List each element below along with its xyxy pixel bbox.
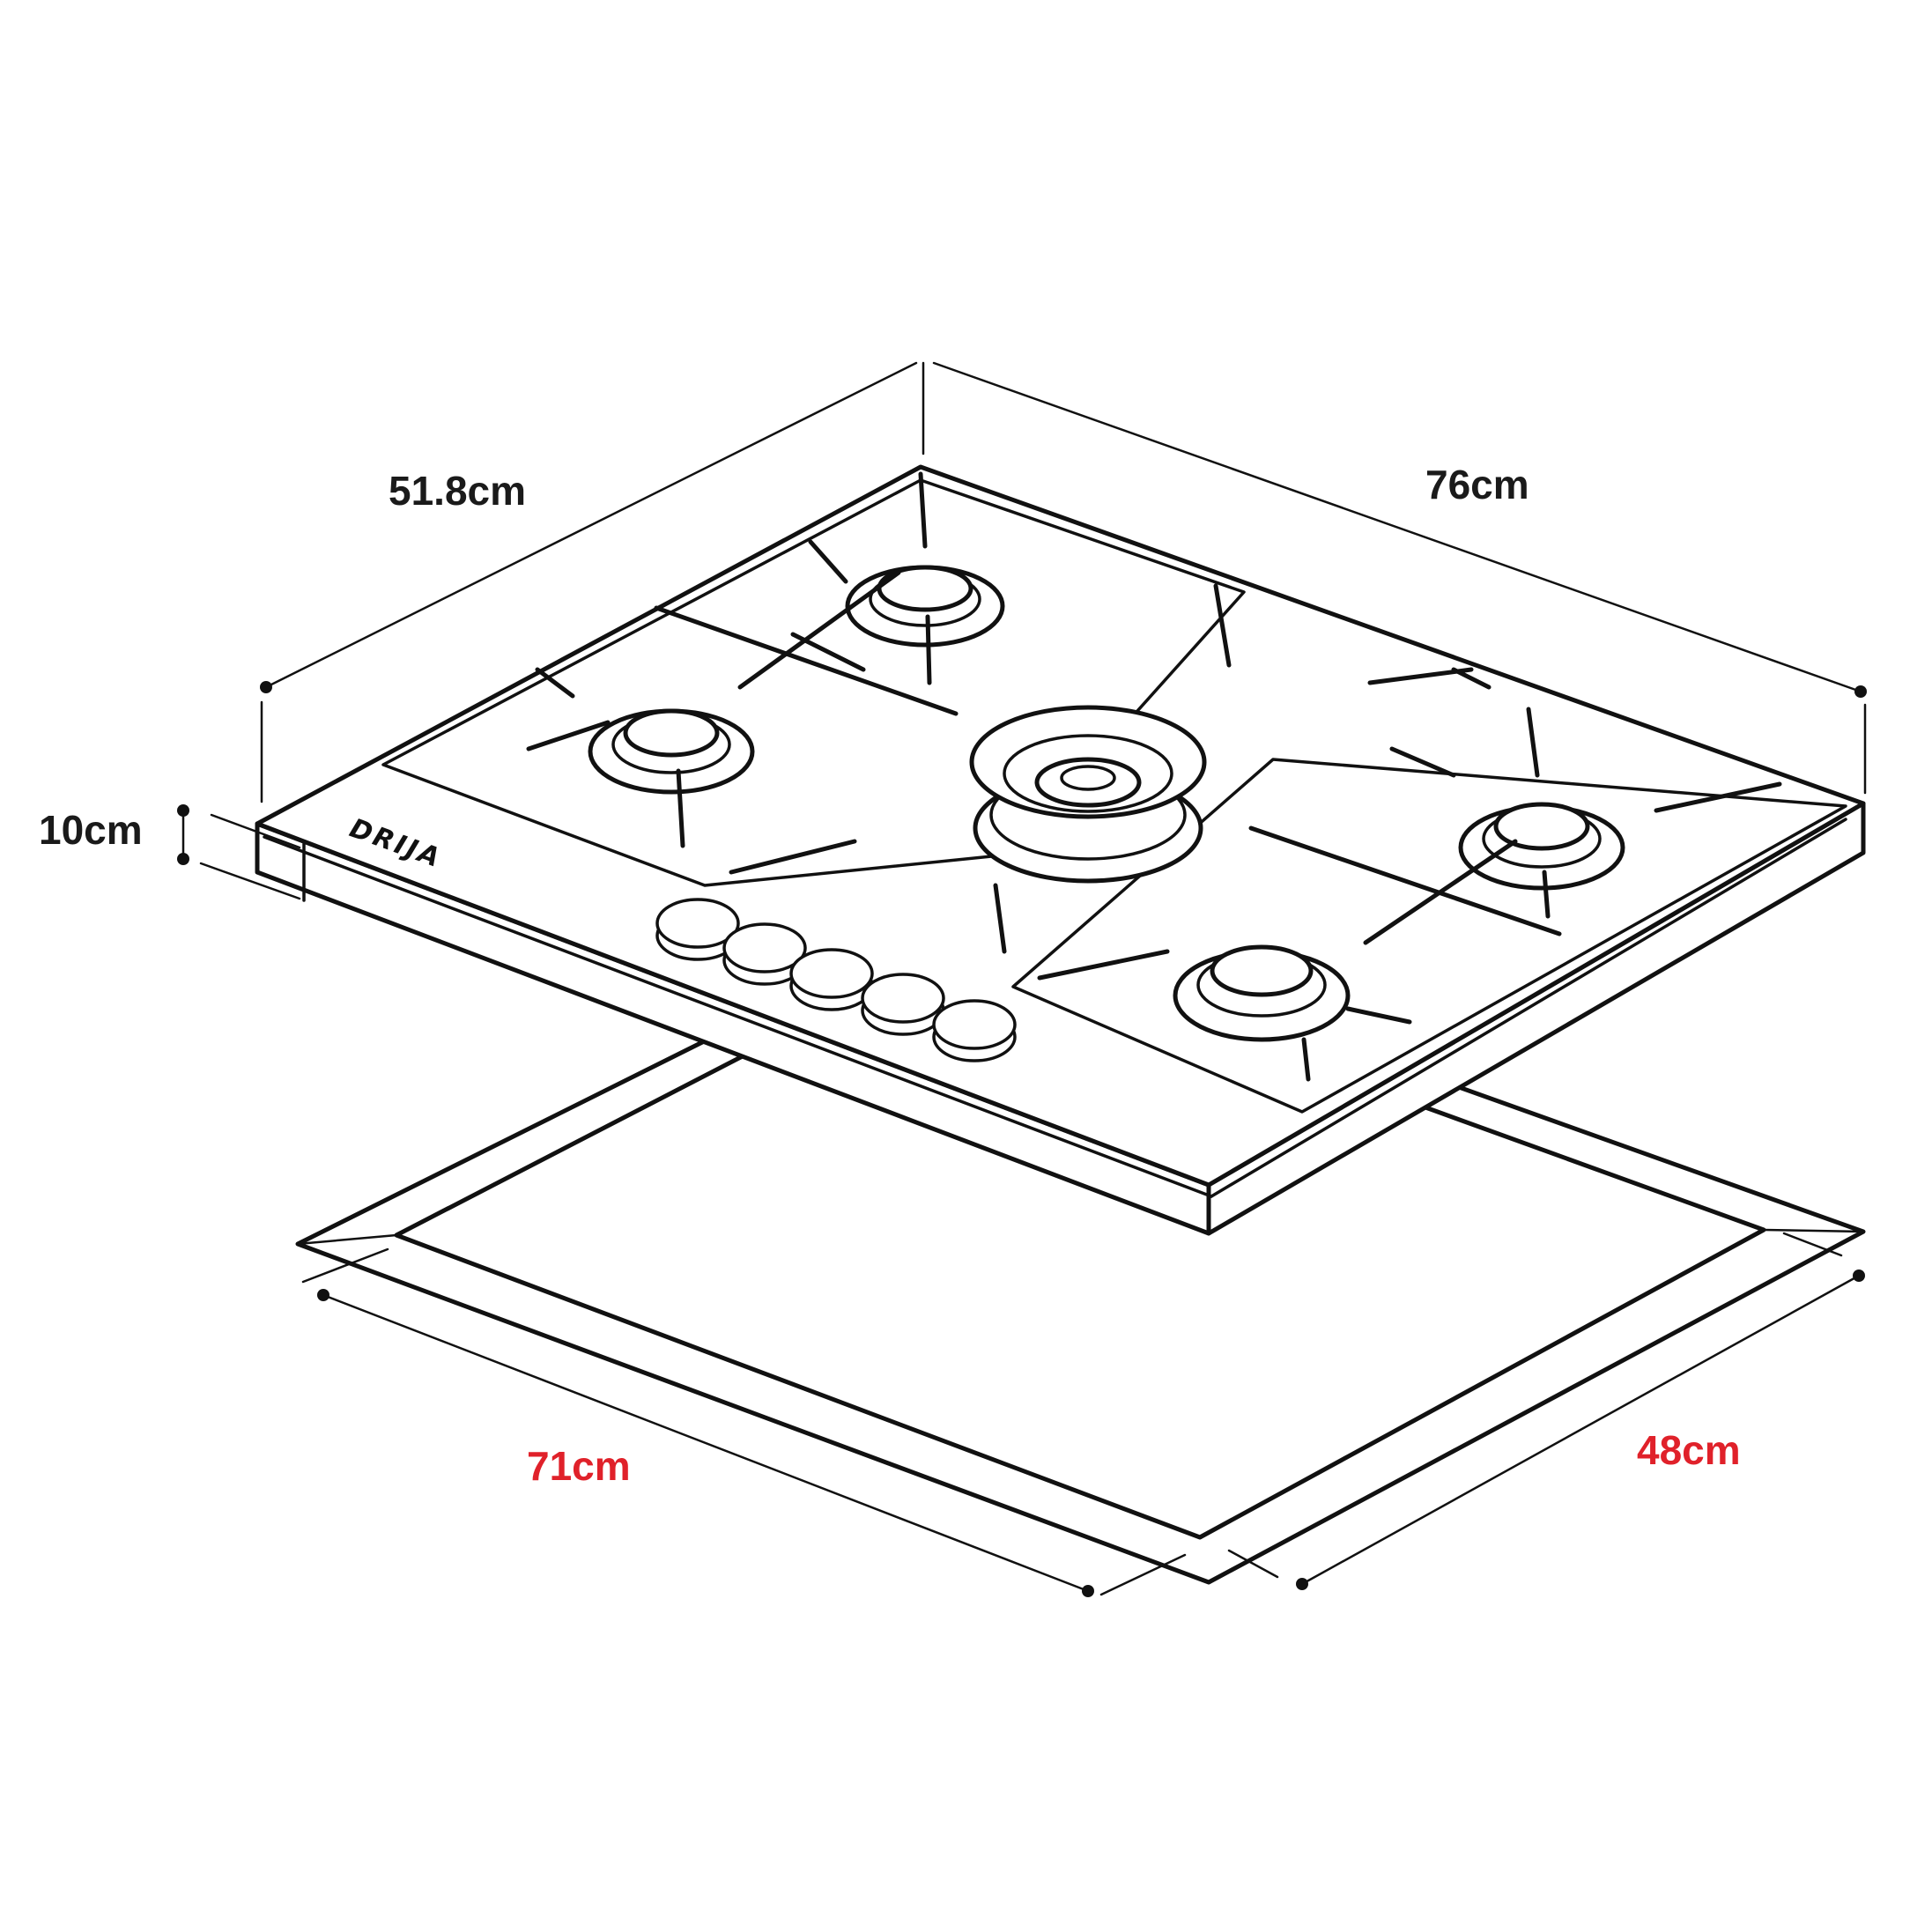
top-right-edge	[1210, 818, 1847, 1198]
label-width: 76cm	[1425, 462, 1529, 507]
top-front-edge	[263, 835, 1213, 1198]
burner-back-right	[1458, 802, 1625, 891]
burner-center-wok	[969, 705, 1207, 884]
dimension-height	[177, 804, 301, 900]
burner-back-left	[845, 565, 1005, 648]
label-cutout-depth: 48cm	[1637, 1427, 1741, 1473]
label-depth: 51.8cm	[389, 468, 526, 514]
cutout-corner-right	[1762, 1228, 1865, 1233]
knob-4[interactable]	[861, 973, 945, 1036]
dimension-cutout-width	[301, 1247, 1187, 1597]
knob-3[interactable]	[789, 948, 874, 1011]
label-cutout-width: 71cm	[527, 1443, 631, 1489]
cutout-corner-left	[296, 1233, 398, 1246]
pan-support-left	[526, 471, 1007, 954]
knob-5[interactable]	[932, 999, 1017, 1062]
dimension-depth	[260, 361, 925, 803]
burner-front-left	[588, 708, 755, 795]
label-height: 10cm	[39, 807, 143, 853]
control-knobs	[655, 898, 1017, 1062]
dimension-width	[932, 361, 1867, 795]
hob: DRIJA	[255, 464, 1866, 1236]
pan-support-right	[1037, 583, 1782, 1082]
dimension-cutout-depth	[1227, 1232, 1865, 1590]
burner-front-right	[1173, 944, 1351, 1042]
